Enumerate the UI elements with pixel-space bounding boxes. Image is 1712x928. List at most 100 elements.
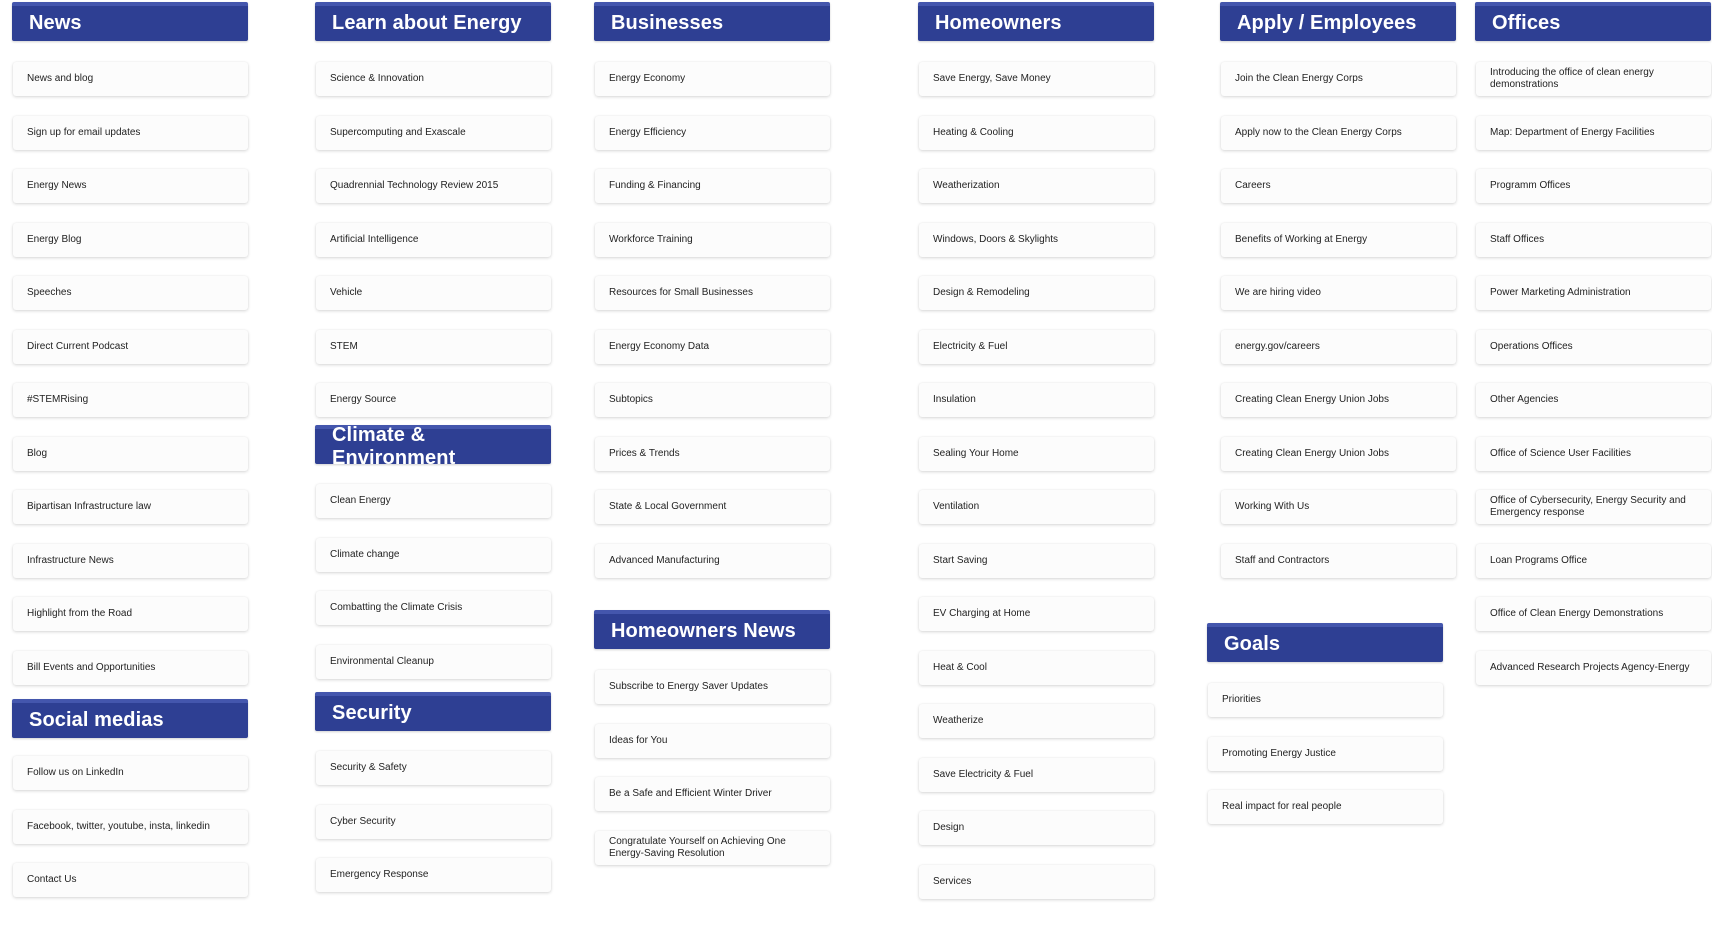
menu-item-businesses[interactable]: State & Local Government <box>595 490 830 524</box>
menu-item-apply[interactable]: Careers <box>1221 169 1456 203</box>
menu-item-learn[interactable]: Quadrennial Technology Review 2015 <box>316 169 551 203</box>
menu-item-homeowners[interactable]: Design & Remodeling <box>919 276 1154 310</box>
menu-item-goals[interactable]: Real impact for real people <box>1208 790 1443 824</box>
menu-item-learn[interactable]: Vehicle <box>316 276 551 310</box>
menu-item-homeowners-news[interactable]: Ideas for You <box>595 724 830 758</box>
menu-item-homeowners[interactable]: Sealing Your Home <box>919 437 1154 471</box>
menu-item-label: State & Local Government <box>609 501 727 512</box>
menu-item-news[interactable]: #STEMRising <box>13 383 248 417</box>
menu-item-learn[interactable]: STEM <box>316 330 551 364</box>
menu-item-social[interactable]: Follow us on LinkedIn <box>13 756 248 790</box>
menu-item-label: Congratulate Yourself on Achieving One E… <box>609 836 786 859</box>
menu-item-apply[interactable]: Apply now to the Clean Energy Corps <box>1221 116 1456 150</box>
menu-item-climate[interactable]: Clean Energy <box>316 484 551 518</box>
menu-item-homeowners[interactable]: Heat & Cool <box>919 651 1154 685</box>
menu-item-homeowners[interactable]: Design <box>919 811 1154 845</box>
menu-item-homeowners[interactable]: Start Saving <box>919 544 1154 578</box>
menu-item-homeowners[interactable]: Heating & Cooling <box>919 116 1154 150</box>
menu-item-apply[interactable]: Staff and Contractors <box>1221 544 1456 578</box>
menu-item-news[interactable]: Energy Blog <box>13 223 248 257</box>
menu-item-news[interactable]: Bill Events and Opportunities <box>13 651 248 685</box>
menu-item-businesses[interactable]: Resources for Small Businesses <box>595 276 830 310</box>
menu-item-homeowners[interactable]: Weatherization <box>919 169 1154 203</box>
menu-item-homeowners[interactable]: Windows, Doors & Skylights <box>919 223 1154 257</box>
menu-item-homeowners-news[interactable]: Be a Safe and Efficient Winter Driver <box>595 777 830 811</box>
menu-item-offices[interactable]: Office of Cybersecurity, Energy Security… <box>1476 490 1711 524</box>
menu-item-homeowners[interactable]: EV Charging at Home <box>919 597 1154 631</box>
menu-item-offices[interactable]: Introducing the office of clean energy d… <box>1476 62 1711 96</box>
menu-item-news[interactable]: Blog <box>13 437 248 471</box>
menu-item-apply[interactable]: We are hiring video <box>1221 276 1456 310</box>
menu-item-label: STEM <box>330 341 358 352</box>
menu-item-offices[interactable]: Office of Science User Facilities <box>1476 437 1711 471</box>
menu-item-businesses[interactable]: Advanced Manufacturing <box>595 544 830 578</box>
menu-item-apply[interactable]: Creating Clean Energy Union Jobs <box>1221 383 1456 417</box>
menu-item-news[interactable]: News and blog <box>13 62 248 96</box>
menu-item-homeowners[interactable]: Ventilation <box>919 490 1154 524</box>
offices-title: Offices <box>1492 12 1561 34</box>
menu-item-businesses[interactable]: Workforce Training <box>595 223 830 257</box>
menu-item-label: Quadrennial Technology Review 2015 <box>330 180 499 191</box>
menu-item-businesses[interactable]: Prices & Trends <box>595 437 830 471</box>
menu-item-news[interactable]: Bipartisan Infrastructure law <box>13 490 248 524</box>
menu-item-news[interactable]: Direct Current Podcast <box>13 330 248 364</box>
menu-item-apply[interactable]: Creating Clean Energy Union Jobs <box>1221 437 1456 471</box>
menu-item-learn[interactable]: Energy Source <box>316 383 551 417</box>
menu-item-offices[interactable]: Staff Offices <box>1476 223 1711 257</box>
menu-item-goals[interactable]: Priorities <box>1208 683 1443 717</box>
menu-item-label: Operations Offices <box>1490 341 1573 352</box>
menu-item-security[interactable]: Cyber Security <box>316 805 551 839</box>
menu-item-offices[interactable]: Other Agencies <box>1476 383 1711 417</box>
menu-item-homeowners[interactable]: Electricity & Fuel <box>919 330 1154 364</box>
menu-item-businesses[interactable]: Energy Economy <box>595 62 830 96</box>
menu-item-news[interactable]: Highlight from the Road <box>13 597 248 631</box>
menu-item-apply[interactable]: Working With Us <box>1221 490 1456 524</box>
menu-item-learn[interactable]: Artificial Intelligence <box>316 223 551 257</box>
menu-item-apply[interactable]: Benefits of Working at Energy <box>1221 223 1456 257</box>
menu-item-security[interactable]: Emergency Response <box>316 858 551 892</box>
menu-item-label: Sealing Your Home <box>933 448 1019 459</box>
menu-item-social[interactable]: Facebook, twitter, youtube, insta, linke… <box>13 810 248 844</box>
menu-item-businesses[interactable]: Energy Efficiency <box>595 116 830 150</box>
menu-item-label: Office of Science User Facilities <box>1490 448 1631 459</box>
menu-item-businesses[interactable]: Subtopics <box>595 383 830 417</box>
menu-item-label: Be a Safe and Efficient Winter Driver <box>609 788 772 799</box>
menu-item-homeowners[interactable]: Insulation <box>919 383 1154 417</box>
menu-item-homeowners[interactable]: Services <box>919 865 1154 899</box>
menu-item-homeowners[interactable]: Save Energy, Save Money <box>919 62 1154 96</box>
menu-item-climate[interactable]: Combatting the Climate Crisis <box>316 591 551 625</box>
menu-item-learn[interactable]: Science & Innovation <box>316 62 551 96</box>
menu-item-social[interactable]: Contact Us <box>13 863 248 897</box>
menu-item-offices[interactable]: Programm Offices <box>1476 169 1711 203</box>
menu-item-climate[interactable]: Climate change <box>316 538 551 572</box>
businesses-header: Businesses <box>594 2 830 41</box>
menu-item-offices[interactable]: Operations Offices <box>1476 330 1711 364</box>
menu-item-apply[interactable]: Join the Clean Energy Corps <box>1221 62 1456 96</box>
menu-item-businesses[interactable]: Funding & Financing <box>595 169 830 203</box>
menu-item-homeowners-news[interactable]: Congratulate Yourself on Achieving One E… <box>595 831 830 865</box>
menu-item-homeowners[interactable]: Save Electricity & Fuel <box>919 758 1154 792</box>
menu-item-label: Combatting the Climate Crisis <box>330 602 463 613</box>
menu-item-news[interactable]: Speeches <box>13 276 248 310</box>
menu-item-apply[interactable]: energy.gov/careers <box>1221 330 1456 364</box>
menu-item-businesses[interactable]: Energy Economy Data <box>595 330 830 364</box>
menu-item-news[interactable]: Energy News <box>13 169 248 203</box>
menu-item-label: Follow us on LinkedIn <box>27 767 124 778</box>
menu-item-offices[interactable]: Map: Department of Energy Facilities <box>1476 116 1711 150</box>
menu-item-offices[interactable]: Office of Clean Energy Demonstrations <box>1476 597 1711 631</box>
menu-item-label: Energy News <box>27 180 87 191</box>
menu-item-goals[interactable]: Promoting Energy Justice <box>1208 737 1443 771</box>
menu-item-offices[interactable]: Loan Programs Office <box>1476 544 1711 578</box>
climate-environment-header: Climate & Environment <box>315 424 551 469</box>
menu-item-homeowners-news[interactable]: Subscribe to Energy Saver Updates <box>595 670 830 704</box>
menu-item-climate[interactable]: Environmental Cleanup <box>316 645 551 679</box>
menu-item-learn[interactable]: Supercomputing and Exascale <box>316 116 551 150</box>
menu-item-news[interactable]: Infrastructure News <box>13 544 248 578</box>
menu-item-offices[interactable]: Advanced Research Projects Agency-Energy <box>1476 651 1711 685</box>
menu-item-news[interactable]: Sign up for email updates <box>13 116 248 150</box>
menu-item-offices[interactable]: Power Marketing Administration <box>1476 276 1711 310</box>
menu-item-security[interactable]: Security & Safety <box>316 751 551 785</box>
menu-item-homeowners[interactable]: Weatherize <box>919 704 1154 738</box>
menu-item-label: Staff Offices <box>1490 234 1545 245</box>
menu-item-label: Insulation <box>933 394 976 405</box>
